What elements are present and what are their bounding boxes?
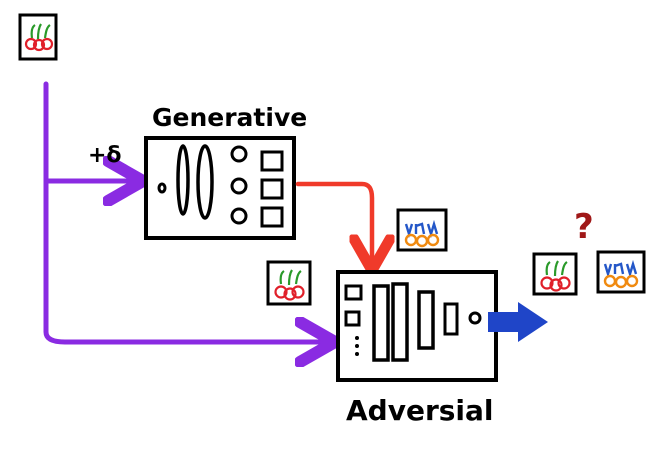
adversarial-box — [336, 270, 498, 382]
adversarial-label: Adversial — [346, 394, 494, 427]
perturbed-blue-icon — [396, 208, 448, 252]
purple-trunk-line — [43, 81, 330, 342]
question-mark: ? — [574, 207, 594, 247]
blue-output-arrow — [488, 302, 548, 342]
red-arrow — [295, 181, 372, 266]
real-cherries-icon — [266, 260, 312, 306]
input-cherries-icon — [18, 13, 58, 61]
delta-label: +δ — [88, 143, 122, 168]
candidate-cherries-icon — [532, 252, 578, 296]
candidate-blue-icon — [596, 250, 646, 294]
generative-label: Generative — [152, 103, 307, 132]
generative-box — [144, 136, 296, 240]
